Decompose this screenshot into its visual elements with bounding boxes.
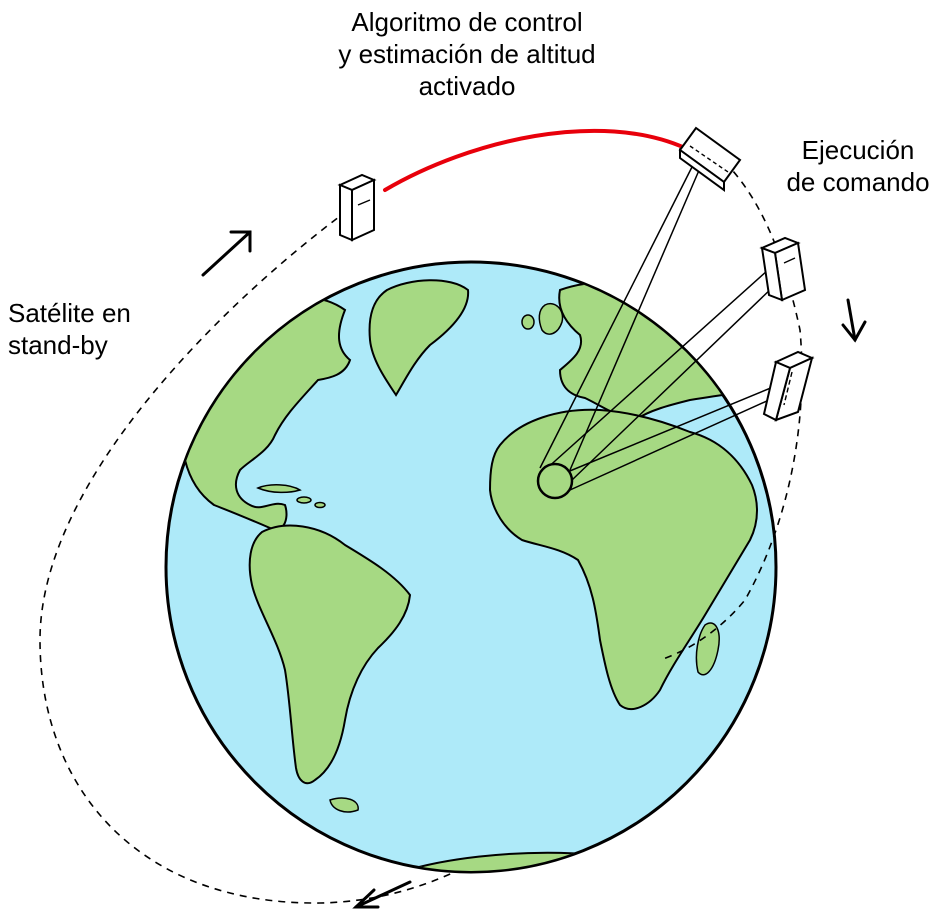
ireland-island <box>521 314 535 330</box>
caribbean-island <box>296 496 312 504</box>
cuba-island <box>256 484 302 494</box>
southern-islands <box>329 797 359 813</box>
caribbean-island <box>314 501 326 509</box>
label-algorithm-line-1: Algoritmo de control <box>351 7 583 37</box>
orbit-path-front <box>659 144 803 661</box>
label-command-block: Ejecución de comando <box>786 134 929 198</box>
communication-beams <box>539 164 781 491</box>
ground-station-circle <box>536 462 574 500</box>
orbit-direction-arrow-down <box>841 298 867 343</box>
earth-globe <box>164 260 778 874</box>
south-america-landmass <box>248 524 412 785</box>
label-standby-line-2: stand-by <box>8 330 108 360</box>
label-standby-block: Satélite en stand-by <box>8 297 131 361</box>
satellite-executing-1 <box>759 236 807 302</box>
europe-landmass <box>558 280 762 422</box>
label-algorithm-line-2: y estimación de altitud <box>338 39 596 69</box>
satellite-standby <box>337 173 377 242</box>
label-command-line-2: de comando <box>786 167 930 197</box>
orbit-direction-arrow-downleft <box>352 880 412 909</box>
greenland-landmass <box>368 279 470 397</box>
label-algorithm-block: Algoritmo de control y estimación de alt… <box>338 6 595 102</box>
satellite-active <box>678 126 742 192</box>
british-isles <box>538 303 564 335</box>
label-command-line-1: Ejecución <box>801 135 915 165</box>
label-standby-line-1: Satélite en <box>8 298 131 328</box>
madagascar-island <box>695 622 720 676</box>
active-algorithm-arc <box>383 128 687 192</box>
label-algorithm-line-3: activado <box>418 71 516 101</box>
satellite-executing-2 <box>762 350 815 422</box>
orbit-direction-arrow-upright <box>201 230 252 277</box>
